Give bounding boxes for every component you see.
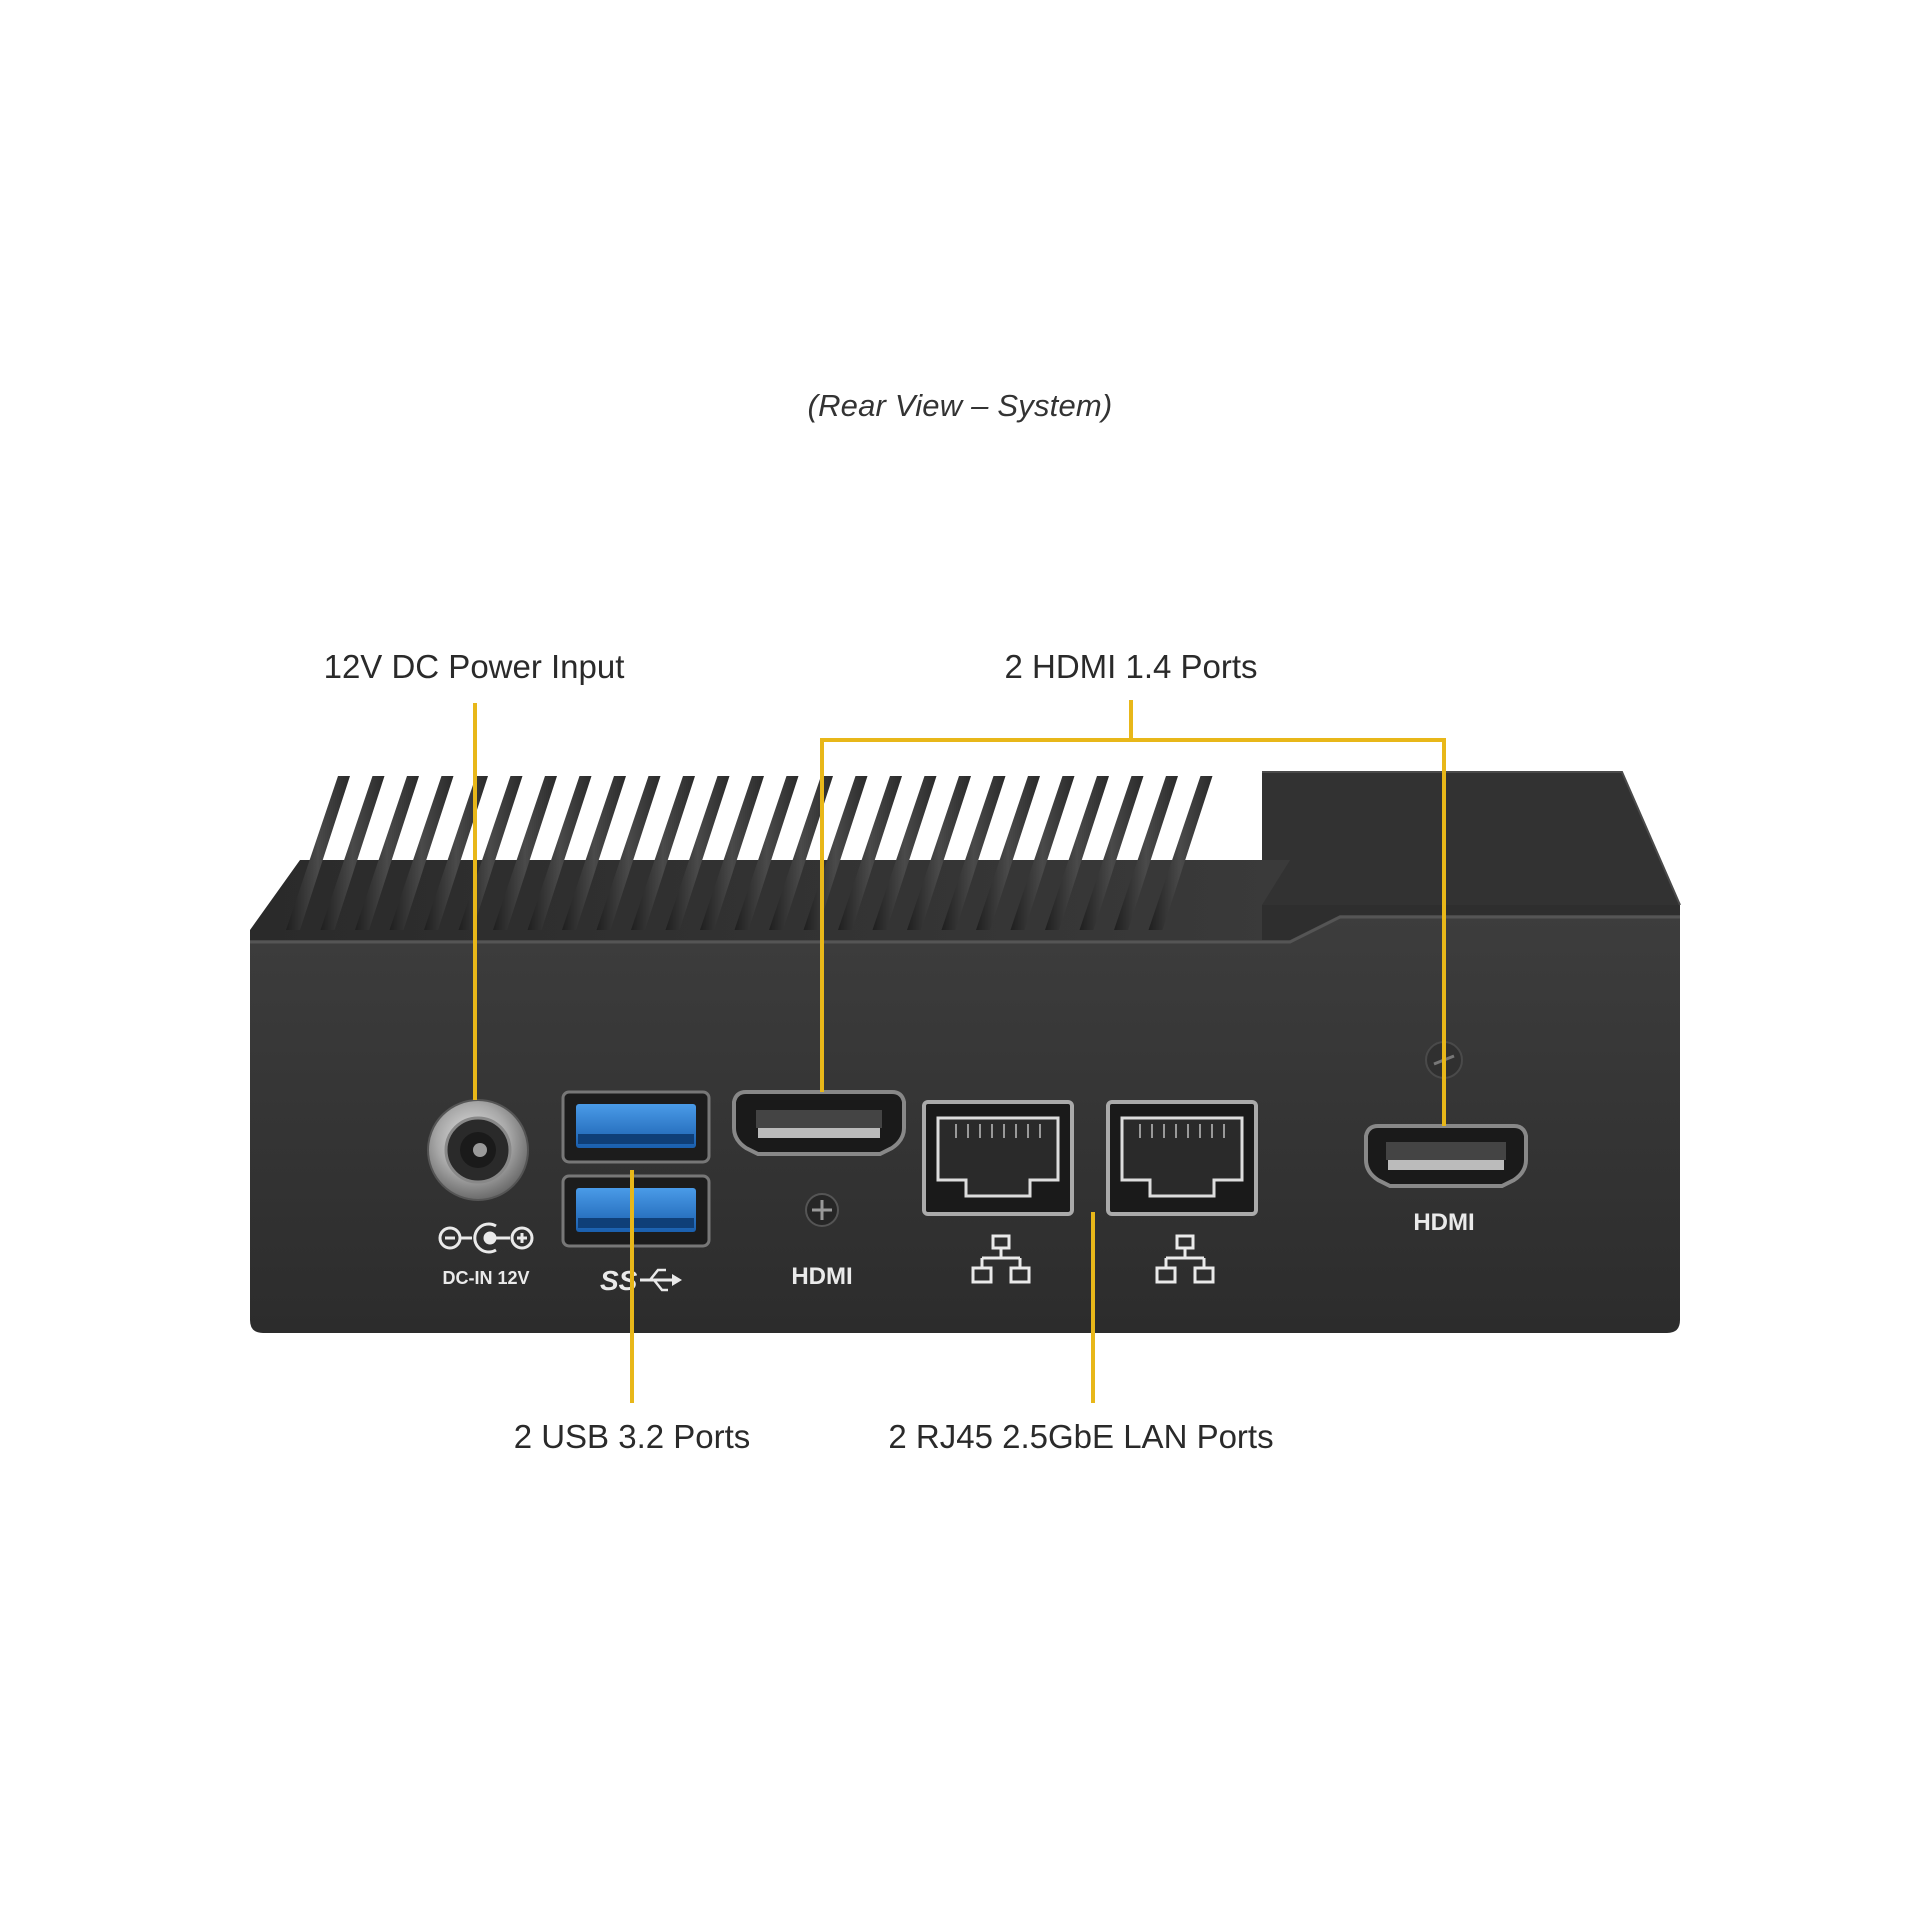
- heatsink-fin: [976, 776, 1040, 930]
- figure-caption: (Rear View – System): [807, 388, 1113, 423]
- heatsink-fin: [700, 776, 764, 930]
- heatsink-fin: [493, 776, 557, 930]
- heatsink-fin: [1045, 776, 1109, 930]
- hdmi-port-left: [732, 1090, 906, 1156]
- heatsink-fin: [907, 776, 971, 930]
- callout-hdmi-label: 2 HDMI 1.4 Ports: [1004, 648, 1258, 685]
- rj45-port-left: [922, 1100, 1074, 1216]
- heatsink-fin: [1079, 776, 1144, 930]
- hdmi-right-label: HDMI: [1413, 1209, 1474, 1236]
- heatsink-fin: [527, 776, 592, 930]
- dc-polarity-icon: [438, 1222, 534, 1254]
- heatsink-fin: [562, 776, 626, 930]
- heatsink-fin: [286, 776, 350, 930]
- heatsink-fins: [286, 776, 1213, 930]
- rj45-port-right: [1106, 1100, 1258, 1216]
- heatsink-fin: [734, 776, 799, 930]
- heatsink-fin: [838, 776, 902, 930]
- heatsink-fin: [941, 776, 1006, 930]
- heatsink-fin: [803, 776, 868, 930]
- heatsink-fin: [769, 776, 833, 930]
- heatsink-fin: [424, 776, 488, 930]
- heatsink-fin: [389, 776, 454, 930]
- network-lan-icon: [1155, 1234, 1215, 1284]
- hdmi-left-label: HDMI: [791, 1263, 852, 1290]
- heatsink-fin: [665, 776, 730, 930]
- screw-icon: [805, 1193, 839, 1227]
- chassis: [250, 771, 1681, 1333]
- heatsink-fin: [631, 776, 695, 930]
- dc-power-jack: [427, 1099, 529, 1201]
- heatsink-fin: [1148, 776, 1213, 930]
- callout-usb-label: 2 USB 3.2 Ports: [513, 1418, 751, 1455]
- dc-in-label: DC-IN 12V: [442, 1268, 529, 1288]
- hdmi-leader-bracket: [820, 700, 1446, 1126]
- hdmi-port-right: [1364, 1124, 1528, 1188]
- callout-lines: [473, 700, 1446, 1403]
- callout-power-label: 12V DC Power Input: [323, 648, 625, 685]
- usb-port-bottom: [561, 1174, 711, 1248]
- heatsink-fin: [596, 776, 661, 930]
- heatsink-fin: [355, 776, 419, 930]
- heatsink-fin: [872, 776, 937, 930]
- callout-lan-label: 2 RJ45 2.5GbE LAN Ports: [888, 1418, 1274, 1455]
- network-lan-icon: [971, 1234, 1031, 1284]
- heatsink-fin: [1114, 776, 1178, 930]
- heatsink-fin: [1010, 776, 1075, 930]
- heatsink-fin: [320, 776, 385, 930]
- usb-port-top: [561, 1090, 711, 1164]
